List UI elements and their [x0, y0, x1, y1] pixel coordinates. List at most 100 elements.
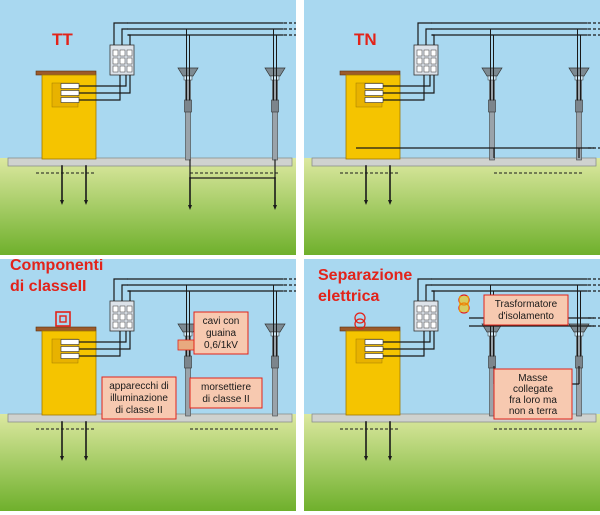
earth-rod-tip	[84, 456, 88, 461]
earth-rod-tip	[364, 200, 368, 205]
note-box-fixtures	[101, 376, 177, 420]
note-box-cables	[193, 311, 249, 355]
riser-wire	[121, 28, 128, 45]
riser-wire	[113, 22, 128, 45]
box-terminal	[423, 49, 430, 57]
double-square-icon	[55, 311, 71, 327]
box-terminal	[119, 305, 126, 313]
box-terminal	[430, 57, 437, 65]
box-terminal	[126, 321, 133, 329]
kiosk-roof	[339, 326, 401, 332]
riser-wire	[425, 28, 432, 45]
box-terminal	[119, 65, 126, 73]
earth-rod-tip	[60, 456, 64, 461]
earth-rod-tip	[388, 456, 392, 461]
panel-tt: TT	[0, 0, 296, 255]
earth-rod-tip	[388, 200, 392, 205]
transformer-legend-icon	[354, 318, 366, 330]
lamp-glass	[183, 331, 193, 337]
box-terminal	[423, 321, 430, 329]
note-box-transformer	[483, 294, 569, 326]
box-terminal	[126, 57, 133, 65]
kiosk-roof	[35, 326, 97, 332]
kiosk-breaker	[364, 346, 384, 352]
transformer-legend-icon	[354, 312, 366, 324]
note-text-line: morsettiere	[201, 382, 251, 393]
feeder-wire	[79, 75, 121, 101]
box-terminal	[423, 57, 430, 65]
feeder-wire	[383, 331, 431, 343]
panel-title-line: elettrica	[318, 288, 379, 305]
box-terminal	[112, 321, 119, 329]
box-terminal	[119, 49, 126, 57]
box-terminal	[430, 65, 437, 73]
ground	[304, 414, 600, 511]
note-text-line: collegate	[513, 384, 553, 395]
panel-tn: TN	[304, 0, 600, 255]
horizontal-divider	[0, 255, 600, 259]
riser-wire	[432, 290, 435, 301]
double-square-inner-icon	[59, 315, 67, 323]
lamp-glass	[183, 75, 193, 81]
box-terminal	[430, 49, 437, 57]
kiosk-roof	[35, 70, 97, 76]
panel-title-line: Componenti	[10, 257, 103, 274]
lamp-glass	[270, 331, 280, 337]
riser-wire	[425, 284, 432, 301]
kiosk-breaker	[60, 97, 80, 103]
box-terminal	[112, 49, 119, 57]
feeder-wire	[383, 331, 435, 350]
feeder-wire	[383, 75, 431, 87]
feeder-wire	[79, 75, 131, 94]
earth-rod-tip	[84, 200, 88, 205]
kiosk-breaker	[364, 97, 384, 103]
box-terminal	[126, 305, 133, 313]
box-terminal	[430, 321, 437, 329]
box-terminal	[112, 57, 119, 65]
riser-wire	[128, 34, 131, 45]
lamp-head	[568, 67, 590, 77]
kiosk-breaker	[60, 90, 80, 96]
riser-wire	[121, 284, 128, 301]
pavement-slab	[7, 157, 293, 167]
box-terminal	[126, 313, 133, 321]
feeder-wire	[79, 331, 127, 343]
transformer-icon	[458, 294, 470, 314]
lamp-glass	[574, 331, 584, 337]
panel-title-line: di classeII	[10, 278, 87, 295]
riser-wire	[128, 290, 131, 301]
earth-rod-tip	[273, 205, 277, 210]
lamp-junction	[271, 355, 279, 369]
kiosk-breaker	[60, 353, 80, 359]
feeder-wire	[383, 75, 435, 94]
box-terminal	[119, 57, 126, 65]
riser-wire	[113, 278, 128, 301]
panel-title-line: TT	[52, 30, 73, 49]
earth-rod-tip	[364, 456, 368, 461]
riser-wire	[432, 34, 435, 45]
lamp-glass	[487, 75, 497, 81]
lamp-junction	[488, 355, 496, 369]
pavement-slab	[311, 157, 597, 167]
note-text-line: guaina	[206, 328, 236, 339]
kiosk-breaker	[364, 339, 384, 345]
lamp-glass	[270, 75, 280, 81]
box-terminal	[112, 65, 119, 73]
box-terminal	[423, 65, 430, 73]
kiosk-breaker	[364, 353, 384, 359]
note-text-line: di classe II	[202, 394, 249, 405]
lamp-head	[177, 323, 199, 333]
lamp-glass	[574, 75, 584, 81]
lamp-head	[481, 67, 503, 77]
note-text-line: 0,6/1kV	[204, 340, 238, 351]
box-terminal	[416, 65, 423, 73]
kiosk-breaker	[364, 83, 384, 89]
lamp-junction	[575, 99, 583, 113]
feeder-wire	[79, 75, 127, 87]
lamp-glass	[487, 331, 497, 337]
feeder-wire	[79, 331, 131, 350]
riser-wire	[417, 22, 432, 45]
